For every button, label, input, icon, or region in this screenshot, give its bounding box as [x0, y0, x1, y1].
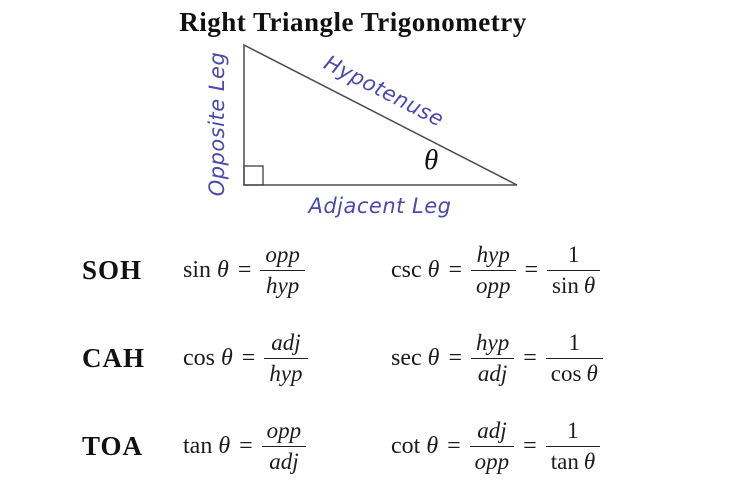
equals-sign: =	[237, 256, 252, 283]
function-name: tan	[550, 448, 579, 474]
fraction-numerator: adj	[264, 330, 308, 359]
page-title: Right Triangle Trigonometry	[179, 7, 527, 37]
mnemonic-cah: CAH	[82, 342, 145, 373]
function-name: cos	[550, 360, 582, 386]
triangle-outline	[243, 43, 518, 186]
fraction-denominator: hyp	[266, 272, 300, 298]
fraction-numerator: 1	[545, 330, 603, 359]
theta-symbol: θ	[583, 448, 596, 474]
fraction-numerator: opp	[260, 242, 305, 271]
equals-sign: =	[448, 344, 462, 371]
fraction-denominator: opp	[474, 448, 510, 474]
fraction-numerator: adj	[469, 418, 515, 447]
theta-symbol: θ	[427, 344, 440, 371]
equals-sign: =	[523, 344, 537, 371]
fraction-numerator: hyp	[471, 330, 515, 359]
fraction-numerator: 1	[547, 242, 601, 271]
fraction-numerator: opp	[261, 418, 307, 447]
opposite-leg-label: Opposite Leg	[205, 51, 229, 197]
ratio-fraction: adj hyp	[264, 330, 308, 387]
theta-symbol: θ	[217, 256, 229, 283]
fraction-denominator: adj	[269, 448, 299, 474]
cos-formula: cos θ = adj hyp	[183, 326, 308, 390]
function-name: sin	[552, 272, 579, 298]
ratio-fraction: opp hyp	[260, 242, 305, 299]
equals-sign: =	[241, 344, 256, 371]
tan-formula: tan θ = opp adj	[183, 414, 307, 478]
function-name: cot	[391, 432, 421, 459]
theta-symbol: θ	[218, 432, 231, 459]
function-name: sec	[391, 344, 422, 371]
theta-symbol: θ	[426, 432, 439, 459]
theta-symbol: θ	[586, 360, 598, 386]
right-triangle-figure	[243, 43, 518, 186]
equals-sign: =	[447, 432, 461, 459]
ratio-fraction: adj opp	[469, 418, 515, 475]
fraction-denominator: opp	[476, 272, 511, 298]
equals-sign: =	[448, 256, 462, 283]
equals-sign: =	[523, 432, 537, 459]
theta-symbol: θ	[583, 272, 596, 298]
fraction-denominator: adj	[477, 360, 508, 386]
ratio-fraction: hyp adj	[471, 330, 515, 387]
function-name: cos	[183, 344, 215, 371]
mnemonic-toa: TOA	[82, 430, 144, 461]
formula-row-toa: TOA tan θ = opp adj cot θ = adj opp = 1 …	[0, 414, 750, 478]
function-name: sin	[183, 256, 212, 283]
fraction-numerator: hyp	[471, 242, 516, 271]
function-name: tan	[183, 432, 213, 459]
theta-symbol: θ	[221, 344, 233, 371]
angle-theta-label: θ	[424, 144, 439, 176]
equals-sign: =	[524, 256, 539, 283]
right-angle-marker	[243, 165, 264, 186]
theta-symbol: θ	[427, 256, 440, 283]
adjacent-leg-label: Adjacent Leg	[308, 194, 452, 218]
formula-row-soh: SOH sin θ = opp hyp csc θ = hyp opp = 1 …	[0, 238, 750, 302]
sin-formula: sin θ = opp hyp	[183, 238, 305, 302]
function-name: csc	[391, 256, 422, 283]
mnemonic-soh: SOH	[82, 254, 143, 285]
ratio-fraction: opp adj	[261, 418, 307, 475]
fraction-denominator: hyp	[269, 360, 303, 386]
ratio-fraction: hyp opp	[471, 242, 516, 299]
fraction-numerator: 1	[545, 418, 601, 447]
equals-sign: =	[239, 432, 253, 459]
formula-row-cah: CAH cos θ = adj hyp sec θ = hyp adj = 1 …	[0, 326, 750, 390]
